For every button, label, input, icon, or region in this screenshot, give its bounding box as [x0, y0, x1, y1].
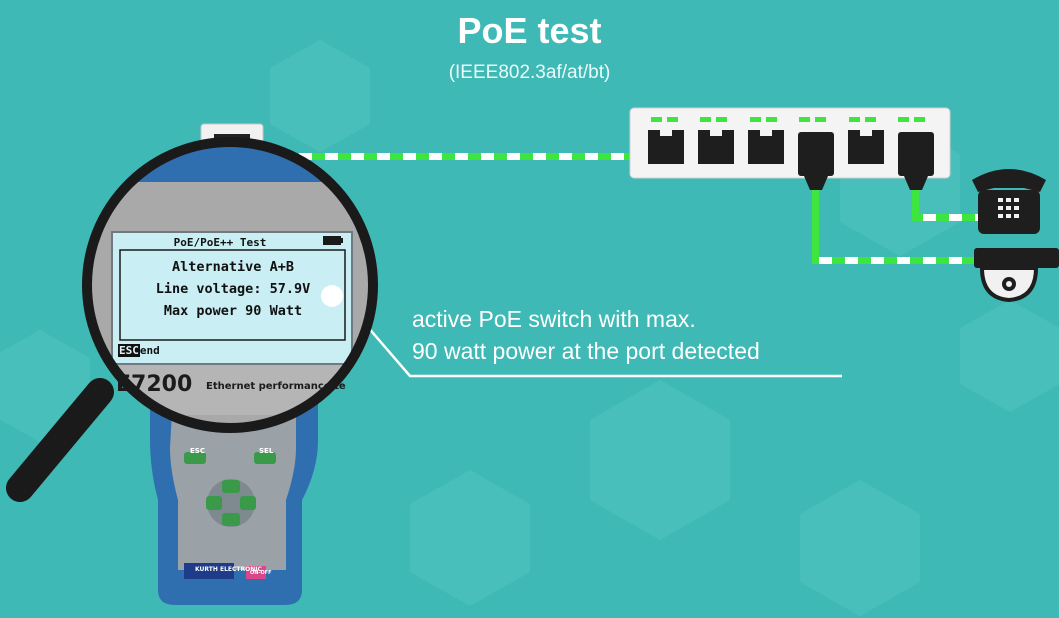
cable-camera-vertical [812, 190, 819, 262]
device-description: Ethernet performance te [206, 381, 346, 392]
device-model: E7200 [116, 372, 193, 397]
page-subtitle: (IEEE802.3af/at/bt) [448, 62, 611, 83]
cable-tester-switch [262, 153, 634, 160]
softkey-label: end [139, 344, 160, 357]
dome-camera-icon [974, 248, 1059, 303]
magnifier-rim [82, 137, 378, 433]
rj45-plug-icon [798, 132, 934, 190]
softkey-esc: ESC [118, 344, 140, 357]
lcd-softkey: ESCend [118, 344, 160, 357]
network-tester-device [150, 400, 318, 605]
arrow-keys-icon [206, 480, 256, 526]
lcd-line-voltage: Line voltage: 57.9V [155, 281, 311, 297]
power-button [246, 566, 266, 579]
cable-phone [912, 214, 982, 221]
telephone-icon [972, 169, 1046, 234]
brand-logo: KURTH ELECTRONIC [195, 566, 262, 573]
lcd-screen: PoE/PoE++ Test Alternative A+B Line volt… [116, 234, 350, 362]
caption-line-1: active PoE switch with max. [412, 306, 696, 332]
sel-key-label: SEL [259, 447, 274, 455]
page-title: PoE test [457, 10, 602, 51]
cable-camera [812, 257, 978, 264]
lcd-line-mode: Alternative A+B [172, 259, 294, 275]
cable-phone-vertical [912, 190, 919, 220]
caption-line-2: 90 watt power at the port detected [412, 338, 760, 364]
power-key-label: ON-OFF [250, 570, 272, 576]
lcd-line-power: Max power 90 Watt [163, 303, 303, 319]
callout-line [359, 317, 842, 378]
esc-key-label: ESC [190, 447, 205, 455]
network-switch-icon [629, 107, 951, 179]
lcd-header: PoE/PoE++ Test [173, 236, 267, 249]
magnifier-handle [6, 378, 114, 502]
